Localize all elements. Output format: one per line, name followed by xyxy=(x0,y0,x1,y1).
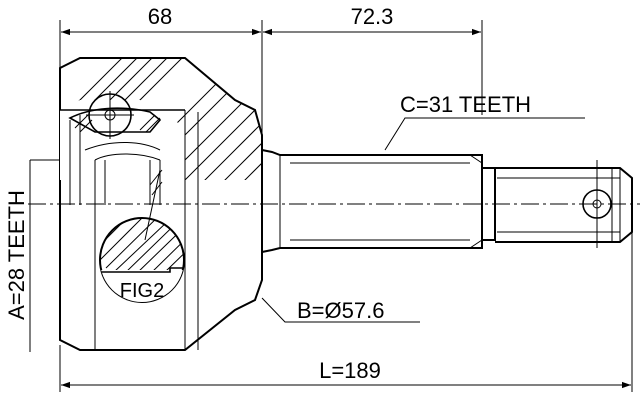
length-l-label: L=189 xyxy=(319,358,381,383)
teeth-a-label: A=28 TEETH xyxy=(4,190,29,320)
dimension-lines xyxy=(29,20,633,392)
shaft xyxy=(261,149,633,253)
fig2-detail: FIG2 xyxy=(99,217,185,303)
outer-housing xyxy=(59,57,263,351)
dim-72-3-label: 72.3 xyxy=(351,4,394,29)
leader-c xyxy=(384,117,585,151)
fig2-label: FIG2 xyxy=(120,280,164,302)
leader-b xyxy=(261,297,420,323)
teeth-c-label: C=31 TEETH xyxy=(400,92,531,117)
diameter-b-label: B=Ø57.6 xyxy=(297,298,384,323)
dim-68-label: 68 xyxy=(148,4,172,29)
